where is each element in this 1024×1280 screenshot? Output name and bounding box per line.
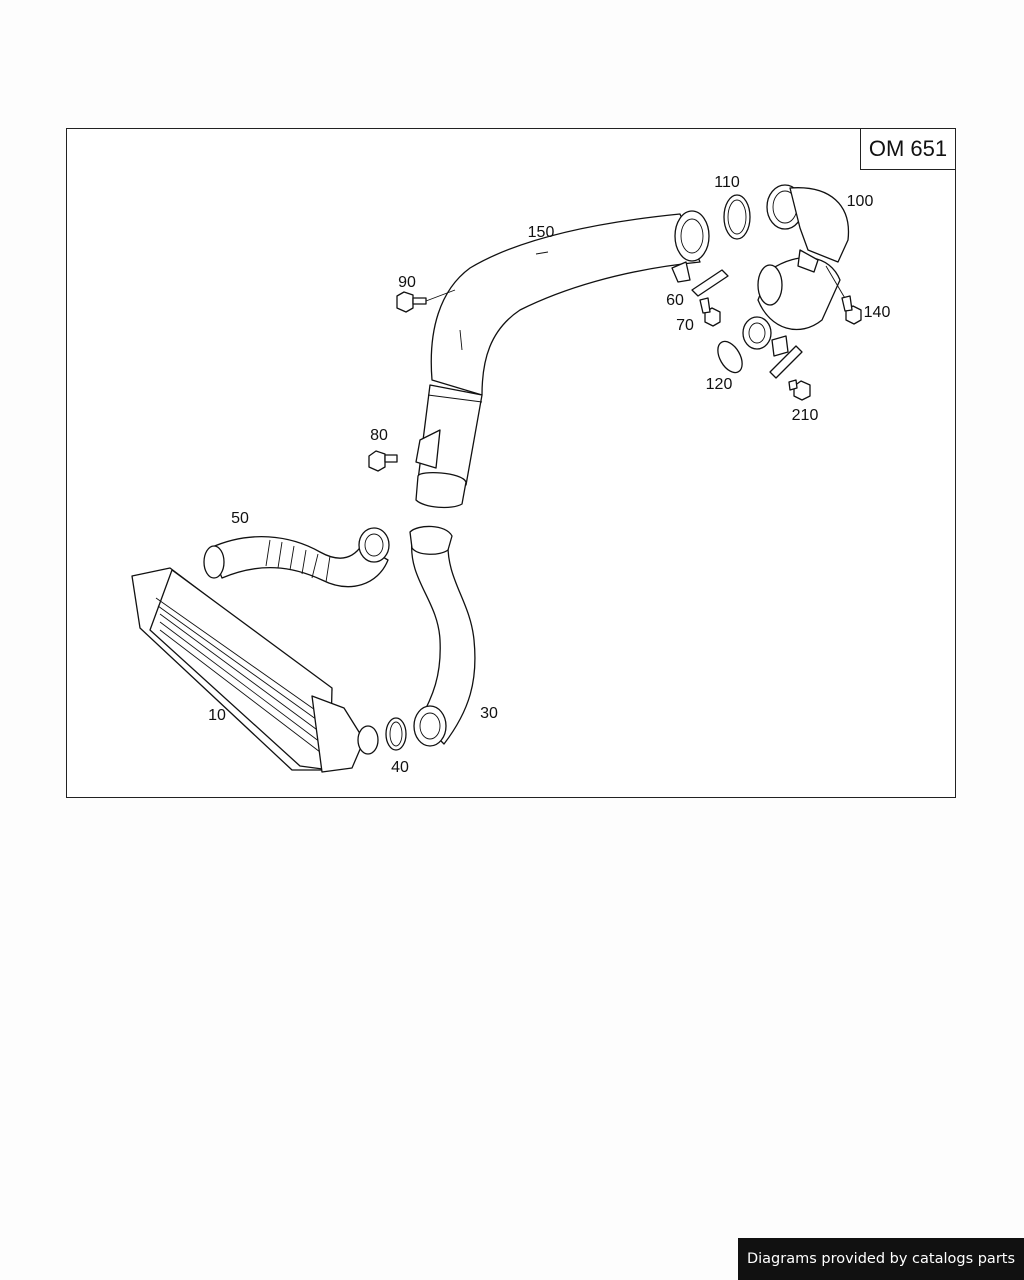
callout-210: 210 bbox=[792, 407, 819, 424]
part-30-charge-hose[interactable] bbox=[409, 525, 476, 747]
part-10-intercooler[interactable] bbox=[131, 567, 379, 773]
part-150-charge-pipe[interactable] bbox=[415, 210, 710, 509]
part-90-bolt[interactable] bbox=[396, 289, 456, 313]
callout-80: 80 bbox=[370, 427, 388, 444]
credit-banner: Diagrams provided by catalogs parts bbox=[738, 1238, 1024, 1280]
part-60-gasket[interactable] bbox=[691, 269, 729, 297]
part-110-seal-ring[interactable] bbox=[723, 194, 751, 240]
part-40-seal-ring[interactable] bbox=[385, 717, 407, 751]
callout-90: 90 bbox=[398, 274, 416, 291]
part-50-corrugated-hose[interactable] bbox=[203, 527, 390, 588]
callout-140: 140 bbox=[864, 304, 891, 321]
callout-30: 30 bbox=[480, 705, 498, 722]
callout-100: 100 bbox=[847, 193, 874, 210]
part-100-housing[interactable] bbox=[742, 184, 850, 357]
callout-10: 10 bbox=[208, 707, 226, 724]
callout-50: 50 bbox=[231, 510, 249, 527]
callout-40: 40 bbox=[391, 759, 409, 776]
callout-110: 110 bbox=[714, 174, 740, 191]
part-140-bolt[interactable] bbox=[841, 295, 862, 325]
engine-code-label: OM 651 bbox=[860, 128, 956, 170]
callout-120: 120 bbox=[706, 376, 733, 393]
part-80-bolt[interactable] bbox=[368, 450, 398, 472]
part-70-bolt[interactable] bbox=[699, 297, 721, 327]
callout-60: 60 bbox=[666, 292, 684, 309]
part-210-bracket-bolt[interactable] bbox=[769, 345, 811, 401]
part-120-seal-ring[interactable] bbox=[713, 337, 747, 376]
callout-70: 70 bbox=[676, 317, 694, 334]
callout-150: 150 bbox=[528, 224, 555, 241]
